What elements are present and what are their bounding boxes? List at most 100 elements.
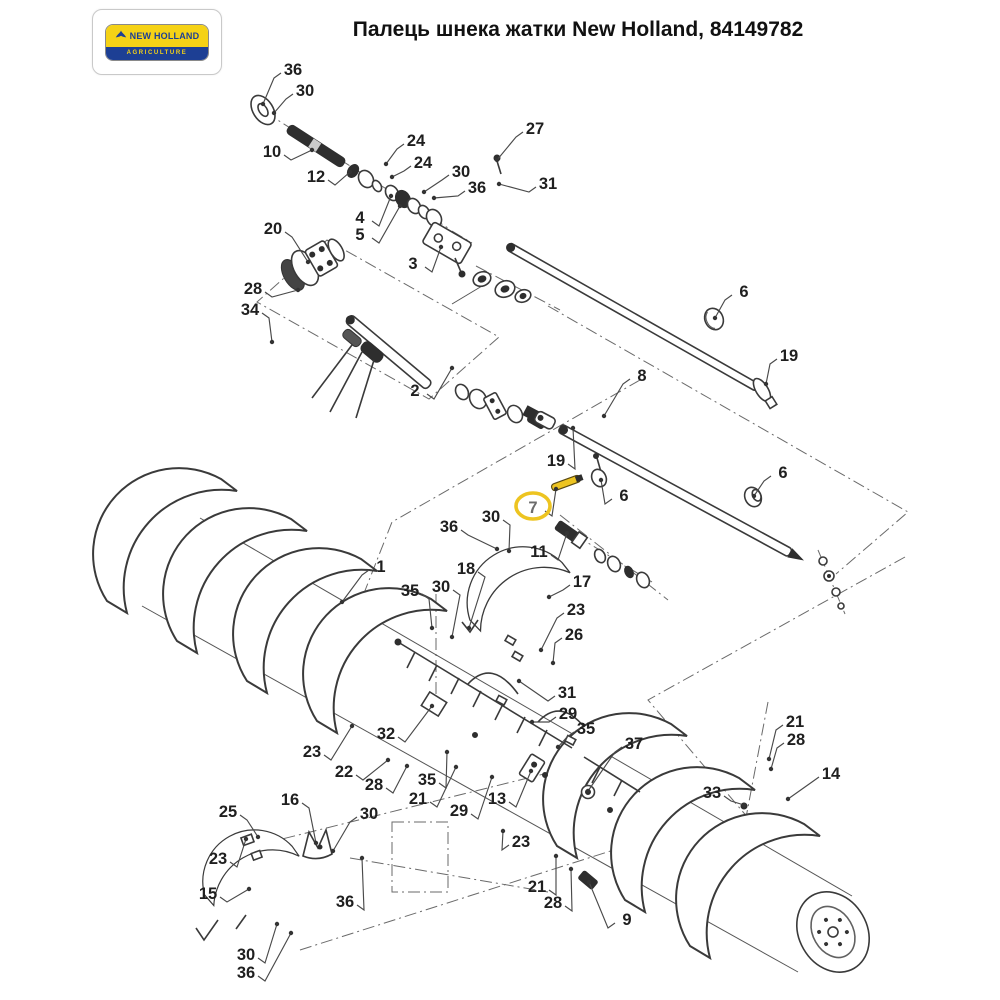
leader-target-dot (453, 764, 459, 770)
leader-line (301, 802, 317, 844)
leader-line (264, 289, 299, 298)
callout-35: 35 (401, 582, 419, 600)
callout-18: 18 (457, 560, 475, 578)
leader-line (385, 765, 408, 794)
leader-target-dot (449, 365, 455, 371)
leader-line (257, 923, 278, 964)
leader-line (284, 231, 309, 263)
callout-28: 28 (244, 280, 262, 298)
leader-target-dot (449, 634, 455, 640)
leader-line (567, 427, 576, 471)
callout-6: 6 (619, 487, 628, 505)
callout-11: 11 (530, 543, 547, 561)
leaf-icon (115, 30, 126, 37)
leader-line (470, 776, 493, 820)
leader-line (332, 816, 358, 852)
leader-target-dot (429, 703, 435, 709)
leader-target-dot (313, 840, 319, 846)
leader-target-dot (444, 749, 450, 755)
callout-7: 7 (528, 499, 537, 517)
callout-30: 30 (296, 82, 314, 100)
pin-11-hardware (554, 520, 651, 589)
leader-target-dot (359, 855, 365, 861)
page-title: Палець шнека жатки New Holland, 84149782 (352, 18, 804, 41)
callout-16: 16 (281, 791, 299, 809)
shaft-10 (286, 124, 346, 168)
callout-30: 30 (452, 163, 470, 181)
leader-line (765, 358, 778, 385)
callout-6: 6 (739, 283, 748, 301)
leader-line (229, 838, 247, 868)
leader-target-dot (586, 879, 592, 885)
leader-target-dot (500, 828, 506, 834)
leader-line (438, 751, 448, 790)
leader-target-dot (494, 546, 500, 552)
leader-target-dot (271, 110, 277, 116)
leader-line (768, 724, 784, 760)
leader-line (496, 131, 524, 161)
logo-division-text: AGRICULTURE (126, 50, 188, 56)
leader-target-dot (274, 921, 280, 927)
highlight-ring (514, 491, 552, 521)
leader-target-dot (601, 413, 607, 419)
callout-30: 30 (237, 946, 255, 964)
callout-23: 23 (303, 743, 321, 761)
leader-line (518, 680, 556, 702)
callout-36: 36 (237, 964, 255, 982)
leader-target-dot (598, 477, 604, 483)
callout-29: 29 (450, 802, 468, 820)
shaft-2-assembly (311, 315, 545, 429)
leader-line (460, 529, 498, 550)
finger-rod (394, 638, 641, 797)
leader-target-dot (564, 530, 570, 536)
callout-5: 5 (355, 226, 364, 244)
leader-target-dot (555, 744, 561, 750)
callout-13: 13 (488, 790, 506, 808)
plate-32 (420, 690, 448, 718)
leader-target-dot (385, 757, 391, 763)
leader-line (753, 475, 772, 497)
callout-30: 30 (432, 578, 450, 596)
callout-23: 23 (567, 601, 585, 619)
leader-target-dot (466, 625, 472, 631)
new-holland-logo: NEW HOLLAND AGRICULTURE (92, 9, 222, 75)
leader-target-dot (388, 193, 394, 199)
bracket-16 (302, 827, 333, 860)
leader-line (787, 776, 820, 800)
callout-28: 28 (544, 894, 562, 912)
callout-19: 19 (547, 452, 565, 470)
leader-target-dot (349, 723, 355, 729)
leader-line (385, 143, 405, 165)
leader-line (550, 532, 568, 561)
leader-target-dot (766, 756, 772, 762)
callout-21: 21 (528, 878, 546, 896)
leader-line (391, 165, 412, 178)
leader-line (429, 766, 457, 808)
highlighted-finger-7 (550, 474, 584, 492)
leader-target-dot (550, 660, 556, 666)
leader-line (564, 868, 573, 913)
leader-target-dot (288, 930, 294, 936)
leader-line (433, 190, 466, 199)
bracket-13 (518, 753, 546, 783)
callout-10: 10 (263, 143, 281, 161)
auger-drum-1 (92, 467, 870, 973)
leader-line (714, 294, 733, 319)
callout-8: 8 (637, 367, 646, 385)
callout-35: 35 (577, 720, 595, 738)
callout-28: 28 (787, 731, 805, 749)
leader-target-dot (431, 195, 437, 201)
callout-37: 37 (625, 735, 643, 753)
callout-30: 30 (360, 805, 378, 823)
callout-36: 36 (468, 179, 486, 197)
callout-30: 30 (482, 508, 500, 526)
callout-15: 15 (199, 885, 217, 903)
leader-line (498, 183, 537, 193)
leader-line (424, 246, 442, 273)
leader-target-dot (489, 774, 495, 780)
leader-target-dot (269, 339, 275, 345)
logo-brand-text: NEW HOLLAND (129, 30, 200, 41)
callout-20: 20 (264, 220, 282, 238)
